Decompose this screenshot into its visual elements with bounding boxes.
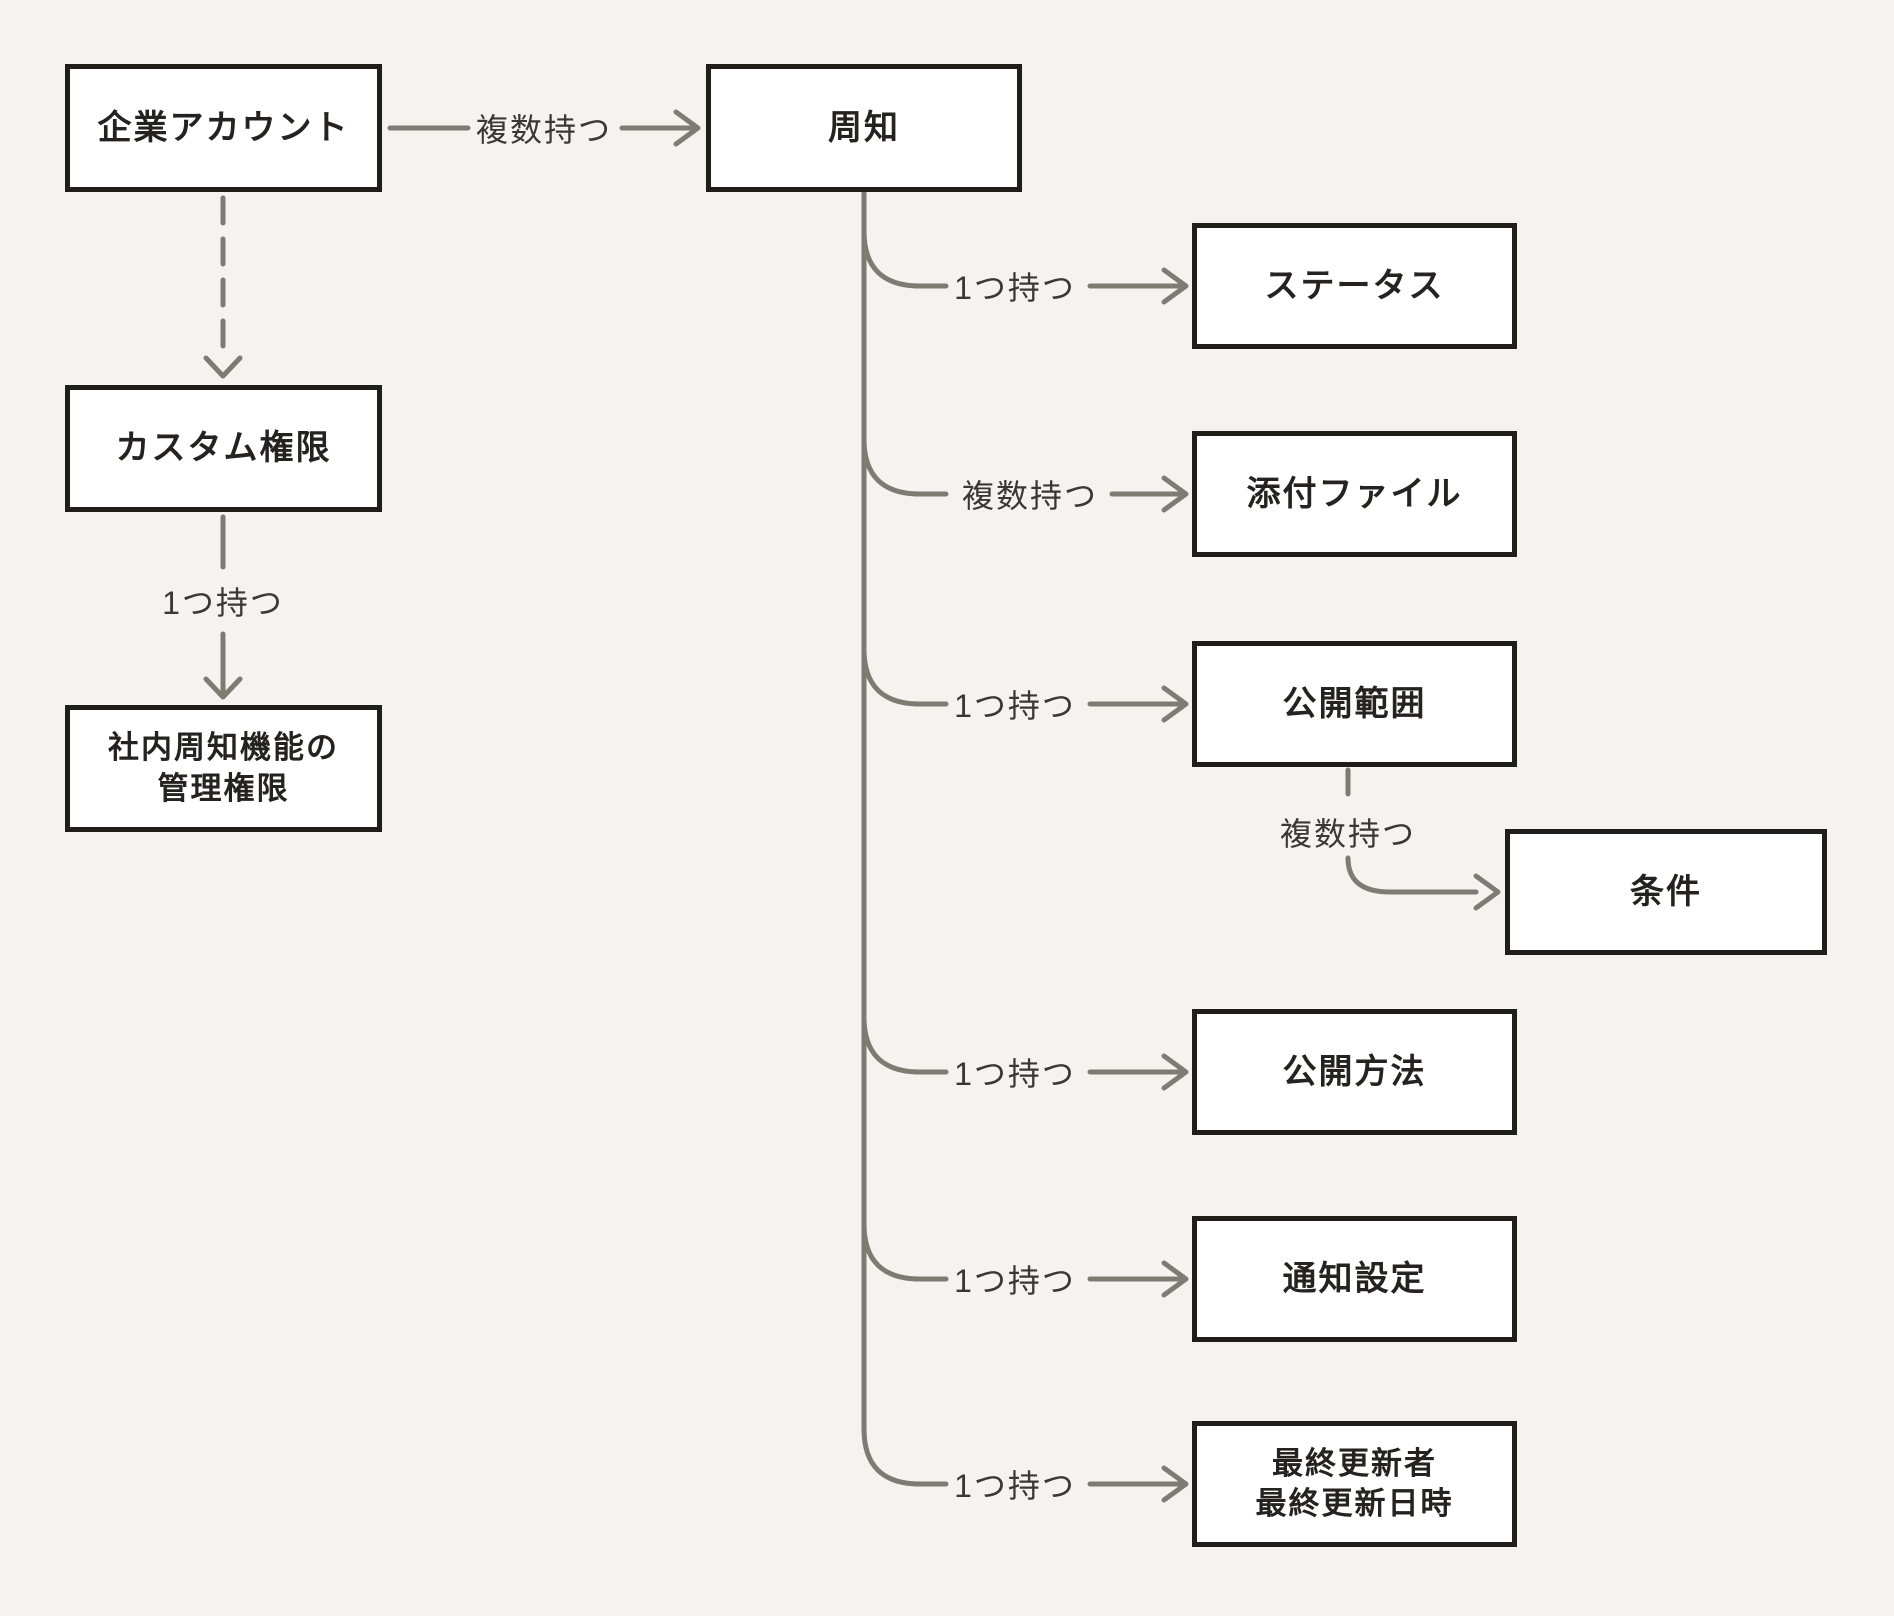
node-condition-label: 条件 [1630, 872, 1702, 911]
node-condition: 条件 [1505, 829, 1827, 955]
edge-announcement-to-scope-curve [861, 646, 949, 707]
node-custom-permission-label: カスタム権限 [115, 429, 332, 468]
node-publish-scope-label: 公開範囲 [1282, 684, 1427, 723]
node-announcement: 周知 [706, 64, 1022, 192]
node-announcement-label: 周知 [828, 108, 900, 147]
node-last-updated-label: 最終更新者 最終更新日時 [1255, 1445, 1454, 1521]
edge-corporate-to-announcement-arrowhead-icon [673, 109, 701, 147]
node-internal-admin-permission: 社内周知機能の 管理権限 [65, 705, 382, 832]
edge-label-announcement-to-notification: 1つ持つ [954, 1263, 1076, 1299]
edge-label-scope-to-condition: 複数持つ [1279, 816, 1417, 852]
edge-announcement-to-notification-curve [861, 1221, 949, 1282]
node-attachment: 添付ファイル [1192, 431, 1517, 557]
edge-announcement-to-last-updated-arrowhead-icon [1161, 1465, 1189, 1503]
edge-scope-to-condition-arrowhead-icon [1473, 873, 1501, 911]
node-notification-setting: 通知設定 [1192, 1216, 1517, 1342]
edge-announcement-to-attachment-arrowhead-icon [1161, 475, 1189, 513]
node-status-label: ステータス [1264, 266, 1445, 305]
announcement-trunk-line [861, 189, 949, 1487]
edge-announcement-to-attachment-curve [861, 436, 949, 497]
node-custom-permission: カスタム権限 [65, 385, 382, 512]
node-notification-setting-label: 通知設定 [1282, 1259, 1427, 1298]
node-publish-method-label: 公開方法 [1282, 1052, 1427, 1091]
edge-custom-to-admin-arrowhead-icon [203, 676, 243, 700]
edge-label-corporate-to-announcement: 複数持つ [475, 112, 613, 148]
edge-scope-to-condition-curve [1345, 855, 1479, 895]
node-corporate-account-label: 企業アカウント [97, 108, 350, 147]
edge-announcement-to-status-curve [861, 228, 949, 289]
edge-label-announcement-to-method: 1つ持つ [954, 1056, 1076, 1092]
edge-announcement-to-notification-arrowhead-icon [1161, 1260, 1189, 1298]
edge-label-announcement-to-last-updated: 1つ持つ [954, 1468, 1076, 1504]
node-internal-admin-permission-label: 社内周知機能の 管理権限 [108, 730, 339, 806]
edge-label-announcement-to-status: 1つ持つ [954, 270, 1076, 306]
node-status: ステータス [1192, 223, 1517, 349]
edge-announcement-to-method-curve [861, 1014, 949, 1075]
edge-label-custom-to-admin: 1つ持つ [162, 585, 284, 621]
node-publish-method: 公開方法 [1192, 1009, 1517, 1135]
node-last-updated: 最終更新者 最終更新日時 [1192, 1421, 1517, 1547]
node-attachment-label: 添付ファイル [1246, 474, 1463, 513]
edge-corporate-to-custom-arrowhead-icon [203, 355, 243, 379]
node-corporate-account: 企業アカウント [65, 64, 382, 192]
edge-announcement-to-scope-arrowhead-icon [1161, 685, 1189, 723]
node-publish-scope: 公開範囲 [1192, 641, 1517, 767]
edge-announcement-to-method-arrowhead-icon [1161, 1053, 1189, 1091]
edge-announcement-to-status-arrowhead-icon [1161, 267, 1189, 305]
edge-label-announcement-to-scope: 1つ持つ [954, 688, 1076, 724]
edge-label-announcement-to-attachment: 複数持つ [961, 478, 1099, 514]
